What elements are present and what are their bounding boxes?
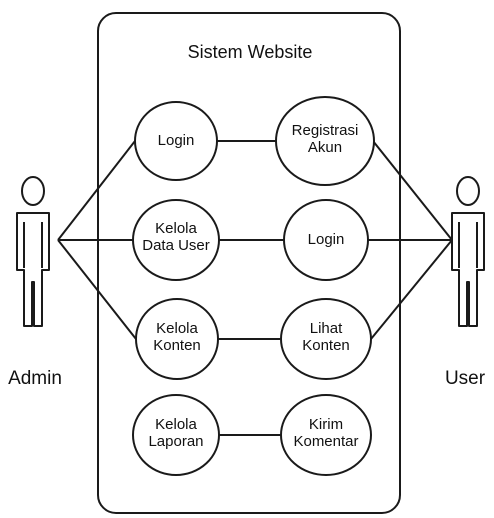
usecase-kelola-konten-line1: Kelola [156, 320, 198, 337]
usecase-kelola-data-user-line2: Data User [142, 237, 210, 255]
usecase-kelola-laporan-label: Kelola Laporan [133, 416, 219, 451]
association-admin-login [57, 140, 136, 241]
user-actor-icon [451, 176, 485, 327]
usecase-lihat-konten-line1: Lihat [309, 320, 343, 337]
association-user-lihat-konten [370, 239, 453, 340]
usecase-kirim-komentar-line2: Komentar [293, 433, 359, 451]
system-title: Sistem Website [187, 42, 313, 62]
usecase-kelola-laporan-line2: Laporan [148, 433, 204, 451]
usecase-kirim-komentar-shape [280, 394, 372, 476]
usecase-registrasi-akun-line1: Registrasi [291, 122, 359, 139]
usecase-kirim-komentar-label: Kirim Komentar [281, 416, 371, 451]
usecase-lihat-konten-shape [280, 298, 372, 380]
usecase-lihat-konten-line2: Konten [302, 337, 350, 355]
usecase-kelola-konten-shape [135, 298, 219, 380]
usecase-lihat-konten-label: Lihat Konten [281, 320, 371, 355]
admin-actor-label: Admin [8, 368, 62, 389]
usecase-registrasi-akun-line2: Akun [307, 139, 343, 157]
association-user-registrasi [372, 140, 453, 241]
usecase-kelola-laporan-line1: Kelola [155, 416, 197, 433]
usecase-admin-login-shape [134, 101, 218, 181]
usecase-registrasi-akun-shape [275, 96, 375, 186]
admin-actor-icon [16, 176, 50, 327]
usecase-kelola-laporan-shape [132, 394, 220, 476]
usecase-registrasi-akun-label: Registrasi Akun [276, 122, 374, 157]
association-admin-kelola-konten [57, 239, 137, 340]
usecase-kelola-data-user-label: Kelola Data User [133, 220, 219, 255]
user-actor-label: User [444, 368, 486, 389]
usecase-kelola-konten-label: Kelola Konten [136, 320, 218, 355]
usecase-user-login-shape [283, 199, 369, 281]
usecase-kelola-data-user-line1: Kelola [155, 220, 197, 237]
system-boundary [97, 12, 401, 514]
usecase-user-login-label: Login [307, 231, 345, 248]
usecase-admin-login-label: Login [157, 132, 195, 149]
usecase-kelola-konten-line2: Konten [153, 337, 201, 355]
usecase-kelola-data-user-shape [132, 199, 220, 281]
usecase-kirim-komentar-line1: Kirim [308, 416, 344, 433]
